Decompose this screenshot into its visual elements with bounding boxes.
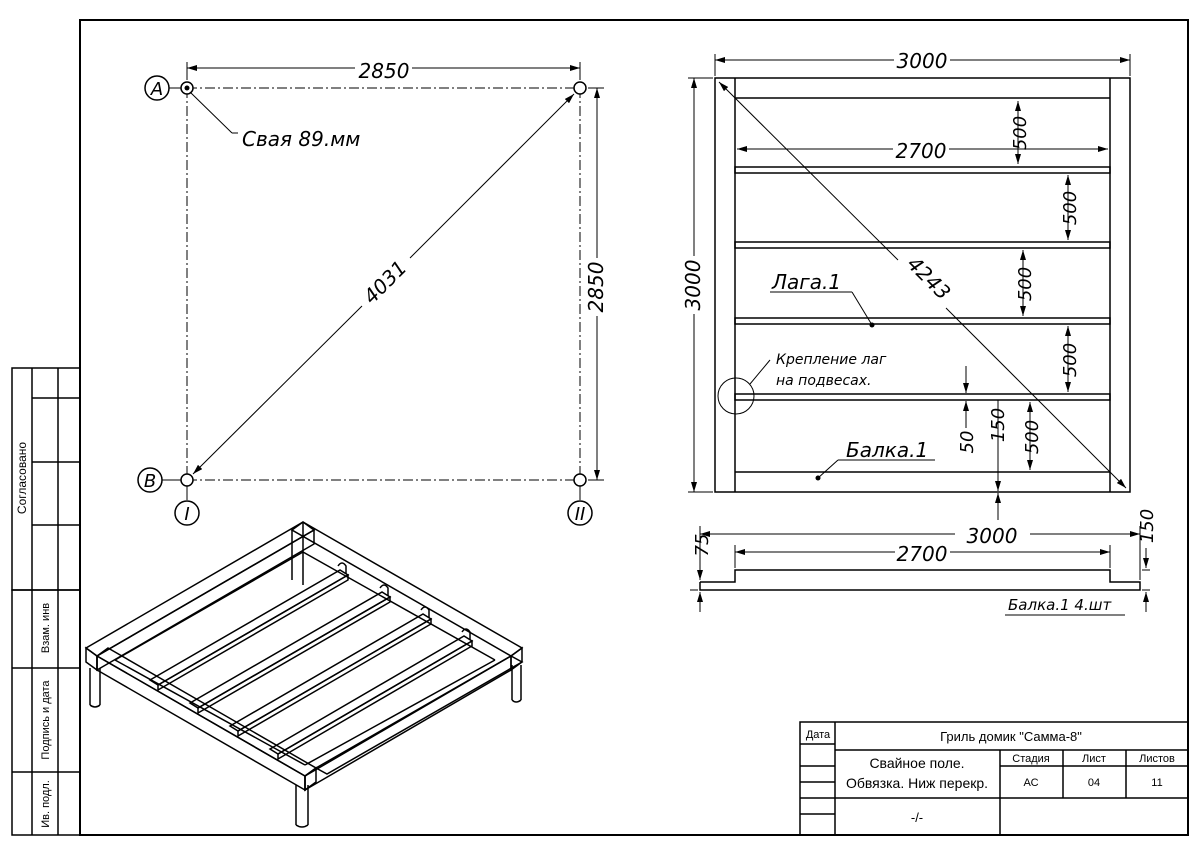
beam-caption: Балка.1 4.шт: [1008, 596, 1112, 614]
pile-field-plan: 2850 2850 4031 Свая 89.мм A: [137, 59, 608, 526]
iso-piles: [89, 665, 522, 828]
side-stamp-sign-date: Подпись и дата: [40, 680, 52, 760]
title-stage-label: Стадия: [1012, 753, 1050, 765]
frame-dim-50: 50: [957, 431, 978, 454]
axis-a-label: A: [150, 79, 163, 100]
title-sheet-label: Лист: [1082, 753, 1106, 765]
frame-spacing-4: 500: [1060, 343, 1081, 377]
frame-spacing-3: 500: [1015, 267, 1036, 301]
title-dash: -/-: [911, 810, 923, 825]
beam-dim-inner: 2700: [897, 542, 948, 566]
axis-b-bubble: B: [137, 467, 181, 493]
axis-2-label: II: [575, 504, 586, 525]
side-stamp-agreed: Согласовано: [15, 442, 29, 514]
title-sheet-no: 04: [1088, 777, 1100, 789]
axis-1-label: I: [184, 504, 189, 525]
side-stamp-inv-orig: Ив. подл.: [40, 780, 52, 828]
axis-a-bubble: A: [144, 75, 181, 101]
frame-spacing-1: 500: [1010, 116, 1031, 150]
frame-dim-diag: 4243: [902, 252, 955, 305]
title-stage: АС: [1023, 777, 1038, 789]
side-stamp-replace: Взам. инв: [40, 603, 52, 653]
side-stamp: [11, 367, 81, 836]
isometric-frame-view: [84, 521, 524, 828]
beam-dim-150: 150: [1137, 509, 1158, 543]
pile-b2: [573, 473, 587, 487]
title-date-label: Дата: [806, 729, 831, 741]
axis-1-bubble: I: [174, 486, 200, 526]
frame-plan: 3000 3000 2700 4243 500 5: [681, 49, 1131, 520]
pile-a2: [573, 81, 587, 95]
axis-b-label: B: [144, 471, 156, 492]
title-sheet-title-1: Свайное поле.: [869, 755, 964, 771]
frame-dim-width: 3000: [897, 49, 948, 73]
beam-detail: 3000 2700 75 150 Балка.1 4.шт: [690, 509, 1158, 616]
frame-label-mount-1: Крепление лаг: [776, 352, 887, 368]
title-sheets-label: Листов: [1139, 753, 1175, 765]
frame-label-beam: Балка.1: [846, 438, 928, 462]
pile-dim-right: 2850: [584, 262, 608, 313]
title-project: Гриль домик "Самма-8": [940, 729, 1082, 744]
title-block: [799, 721, 1189, 836]
frame-dim-height: 3000: [681, 260, 705, 311]
frame-spacing-2: 500: [1060, 191, 1081, 225]
frame-dim-inner: 2700: [896, 139, 947, 163]
pile-dim-top: 2850: [359, 59, 410, 83]
pile-a1: [180, 81, 194, 95]
pile-b1: [180, 473, 194, 487]
frame-label-mount-2: на подвесах.: [776, 373, 871, 389]
beam-dim-length: 3000: [967, 524, 1018, 548]
frame-spacing-5: 500: [1022, 420, 1043, 454]
axis-2-bubble: II: [567, 486, 593, 526]
pile-dim-diag: 4031: [359, 256, 412, 309]
title-sheets-total: 11: [1151, 777, 1162, 789]
frame-dim-150: 150: [988, 408, 1009, 442]
frame-label-lag: Лага.1: [771, 270, 841, 294]
pile-label: Свая 89.мм: [242, 127, 360, 151]
beam-dim-75: 75: [692, 534, 713, 557]
title-sheet-title-2: Обвязка. Ниж перекр.: [846, 775, 988, 791]
